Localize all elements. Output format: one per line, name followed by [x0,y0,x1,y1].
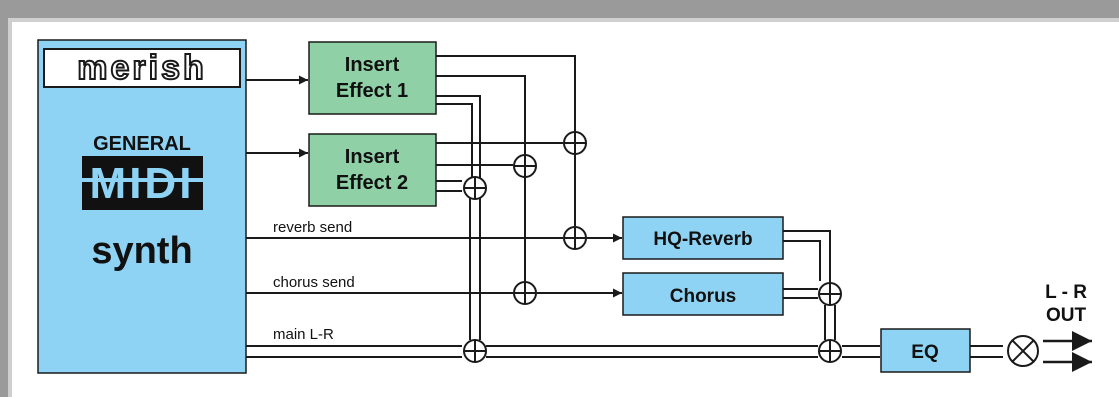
signal-wires [246,55,1092,372]
svg-text:HQ-Reverb: HQ-Reverb [653,229,752,250]
sum-reverb-send [563,226,587,250]
svg-text:Chorus: Chorus [670,286,737,307]
reverb-send-label: reverb send [273,219,352,236]
synth-block: merish GENERAL MIDI synth [37,39,247,374]
svg-text:EQ: EQ [911,342,938,363]
insert-effect-2-block: Insert Effect 2 [308,133,437,207]
eq-block: EQ [880,328,971,373]
synth-label: synth [91,230,192,272]
output-multiplier [1007,335,1039,367]
sum-main-effects [818,339,842,363]
general-label: GENERAL [93,133,191,155]
sum-insert1-reverb [563,131,587,155]
summing-junctions [463,131,1039,367]
merish-logo: merish [77,49,207,87]
main-lr-label: main L-R [273,326,334,343]
sum-insert2-chorus [513,154,537,178]
sum-insert2-main [463,176,487,200]
sum-main-insert [463,339,487,363]
svg-text:Effect 1: Effect 1 [336,80,408,102]
svg-text:MIDI: MIDI [90,159,195,208]
output-label-line2: OUT [1046,305,1087,326]
svg-text:Effect 2: Effect 2 [336,172,408,194]
svg-text:Insert: Insert [345,146,400,168]
svg-text:Insert: Insert [345,54,400,76]
output-label-line1: L - R [1045,282,1087,303]
chorus-send-label: chorus send [273,274,355,291]
sum-reverb-chorus [818,282,842,306]
hq-reverb-block: HQ-Reverb [622,216,784,260]
chorus-block: Chorus [622,272,784,316]
sum-chorus-send [513,281,537,305]
midi-logo: MIDI [82,156,203,210]
insert-effect-1-block: Insert Effect 1 [308,41,437,115]
